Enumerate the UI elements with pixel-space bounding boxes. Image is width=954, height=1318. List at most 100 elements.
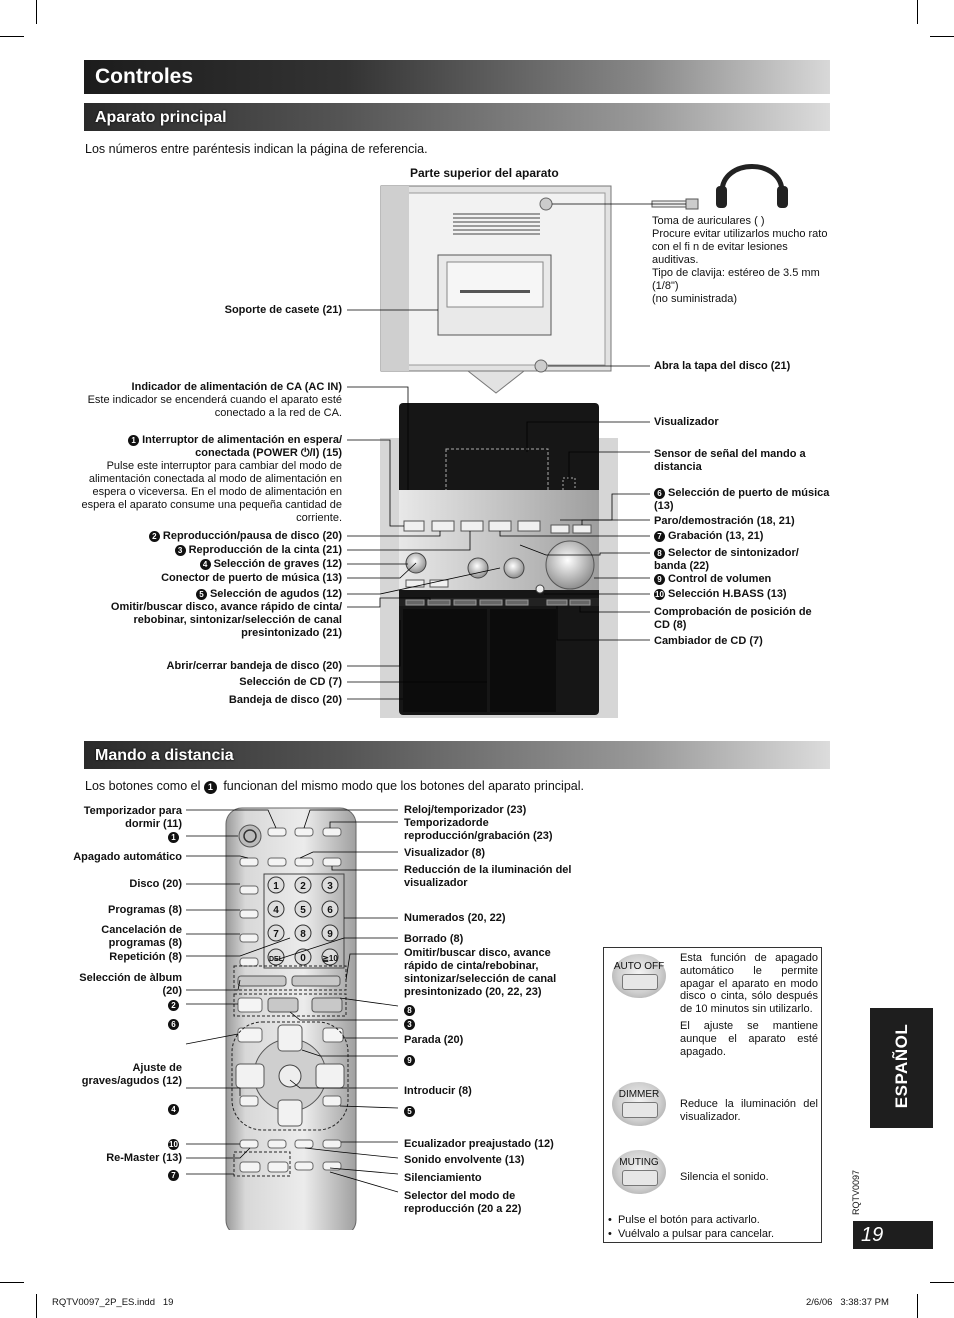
label-play-mode: Selector del modo de reproducción (20 a …	[404, 1190, 522, 1215]
section-title-remote: Mando a distancia	[84, 741, 830, 769]
crop-mark	[36, 0, 37, 24]
label-disc: Disco (20)	[129, 878, 182, 890]
label-delete: Borrado (8)	[404, 933, 464, 945]
footer-file: RQTV0097_2P_ES.indd 19	[52, 1297, 174, 1308]
label-display-remote: Visualizador (8)	[404, 847, 486, 859]
ref-number-1: 1	[203, 781, 217, 794]
ref-number-10: 10	[168, 1139, 179, 1150]
label-power-2: conectada (POWER ⏻/I) (15)	[195, 447, 342, 459]
label-cassette-holder: Soporte de casete (21)	[224, 304, 342, 316]
ref-number-10: 10	[654, 589, 665, 600]
reference-note: Los números entre paréntesis indican la …	[85, 142, 428, 156]
muting-desc: Silencia el sonido.	[680, 1171, 769, 1183]
footer-date: 2/6/06 3:38:37 PM	[806, 1297, 889, 1308]
section-title-main-unit: Aparato principal	[84, 103, 830, 131]
ref-number-5: 5	[195, 589, 207, 600]
label-music-port: Conector de puerto de música (13)	[161, 572, 342, 584]
muting-button-illustration: MUTING	[612, 1150, 666, 1194]
bullet-item: • Pulse el botón para activarlo.	[608, 1214, 760, 1226]
svg-text:9: 9	[327, 929, 333, 940]
label-cd-check: Comprobación de posición de CD (8)	[654, 606, 812, 631]
label-sleep-timer: Temporizador para dormir (11)	[83, 805, 182, 830]
ref-number-8: 8	[404, 1004, 422, 1017]
ref-number-1: 1	[164, 831, 182, 844]
doc-code: RQTV0097	[851, 1169, 861, 1215]
auto-off-desc: Esta función de apagado automático le pe…	[680, 952, 818, 1016]
crop-mark	[0, 1282, 24, 1283]
label-ac-in-desc: Este indicador se encenderá cuando el ap…	[87, 394, 342, 419]
ref-number-4: 4	[199, 559, 211, 570]
ref-number-1: 1	[128, 435, 140, 446]
auto-off-button-illustration: AUTO OFF	[612, 954, 666, 998]
label-preset-eq: Ecualizador preajustado (12)	[404, 1138, 554, 1150]
label-enter: Introducir (8)	[404, 1085, 472, 1097]
auto-off-desc-2: El ajuste se mantiene aunque el aparato …	[680, 1020, 818, 1058]
label-repeat: Repetición (8)	[109, 951, 182, 963]
dimmer-desc: Reduce la iluminación del visualizador.	[680, 1098, 818, 1123]
button-info-box: AUTO OFF Esta función de apagado automát…	[603, 947, 822, 1243]
dimmer-button-illustration: DIMMER	[612, 1082, 666, 1126]
label-open-lid: Abra la tapa del disco (21)	[654, 360, 791, 372]
page-number: 19	[853, 1221, 933, 1249]
crop-mark	[930, 36, 954, 37]
svg-text:5: 5	[300, 905, 306, 916]
main-unit-illustration	[347, 164, 788, 718]
label-clock-timer: Reloj/temporizador (23)	[404, 804, 527, 816]
language-tab: ESPAÑOL	[870, 1008, 933, 1128]
label-power-desc: Pulse este interruptor para cambiar del …	[81, 460, 342, 524]
crop-mark	[917, 0, 918, 24]
ref-number-8: 8	[654, 548, 665, 559]
label-play-rec-timer: Temporizadorde reproducción/grabación (2…	[404, 817, 553, 842]
svg-text:4: 4	[273, 905, 279, 916]
svg-text:3: 3	[327, 881, 333, 892]
svg-text:7: 7	[273, 929, 279, 940]
ref-number-6: 6	[654, 488, 665, 499]
ref-number-4: 4	[164, 1103, 182, 1116]
crop-mark	[36, 1294, 37, 1318]
label-surround: Sonido envolvente (13)	[404, 1154, 525, 1166]
crop-mark	[917, 1294, 918, 1318]
bullet-item: • Vuélvalo a pulsar para cancelar.	[608, 1228, 775, 1240]
label-disc-tray: Bandeja de disco (20)	[228, 694, 342, 706]
svg-text:0: 0	[300, 953, 306, 964]
label-headphones: Toma de auriculares ( ) Procure evitar u…	[652, 215, 828, 305]
top-of-unit-caption: Parte superior del aparato	[410, 166, 559, 180]
label-program-cancel: Cancelación de programas (8)	[101, 924, 182, 949]
label-display: Visualizador	[654, 416, 719, 428]
label-tray-open-close: Abrir/cerrar bandeja de disco (20)	[166, 660, 342, 672]
label-dimmer: Reducción de la iluminación del visualiz…	[404, 864, 572, 889]
label-program: Programas (8)	[108, 904, 182, 916]
svg-text:6: 6	[327, 905, 333, 916]
svg-text:8: 8	[300, 929, 306, 940]
ref-number-6: 6	[164, 1018, 182, 1031]
ref-number-2: 2	[164, 999, 182, 1012]
label-remaster: Re-Master (13)	[106, 1152, 182, 1164]
label-stop: Parada (20)	[404, 1034, 464, 1046]
ref-number-3: 3	[404, 1018, 422, 1031]
label-skip-search: Omitir/buscar disco, avance rápido de ci…	[110, 601, 342, 639]
ref-number-9: 9	[654, 574, 665, 585]
label-auto-off: Apagado automático	[73, 851, 182, 863]
page-title: Controles	[84, 60, 830, 94]
label-numeric: Numerados (20, 22)	[404, 912, 506, 924]
svg-text:≧10: ≧10	[322, 954, 338, 963]
label-stop-demo: Paro/demostración (18, 21)	[654, 515, 795, 527]
label-ac-in: Indicador de alimentación de CA (AC IN)	[131, 381, 342, 393]
label-album-select: Selección de àlbum (20)	[79, 972, 182, 997]
ref-number-2: 2	[148, 531, 160, 542]
ref-number-9: 9	[404, 1054, 422, 1067]
ref-number-3: 3	[174, 545, 186, 556]
svg-text:1: 1	[273, 881, 279, 892]
ref-number-5: 5	[404, 1105, 422, 1118]
crop-mark	[930, 1282, 954, 1283]
